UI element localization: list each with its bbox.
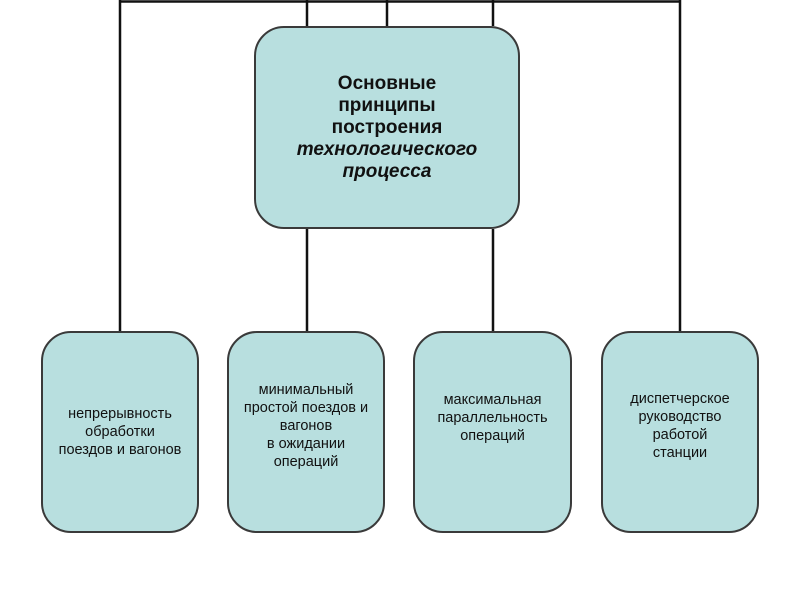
principle-line: диспетчерское <box>630 391 730 407</box>
main-principles-text: Основные принципы построения технологиче… <box>297 73 477 183</box>
principle-line: непрерывность <box>68 406 172 422</box>
principle-line: работой <box>652 427 708 443</box>
principle-box-continuity: непрерывность обработки поездов и вагоно… <box>41 331 199 533</box>
main-line: принципы <box>338 94 436 116</box>
principle-line: руководство <box>638 409 722 425</box>
principle-box-minimal-idle: минимальный простой поездов и вагонов в … <box>227 331 385 533</box>
principle-text: минимальный простой поездов и вагонов в … <box>244 381 368 471</box>
principle-line: операций <box>273 454 339 470</box>
principle-line: максимальная <box>443 392 542 408</box>
principle-box-parallelism: максимальная параллельность операций <box>413 331 572 533</box>
principle-text: непрерывность обработки поездов и вагоно… <box>59 405 182 459</box>
principle-line: станции <box>652 445 708 461</box>
principle-box-dispatch-control: диспетчерское руководство работой станци… <box>601 331 759 533</box>
principle-line: обработки <box>85 424 155 440</box>
main-line-italic: процесса <box>342 160 432 182</box>
principle-line: простой поездов и <box>243 400 369 416</box>
principle-line: вагонов <box>279 418 333 434</box>
main-line-italic: технологического <box>296 138 478 160</box>
principle-line: минимальный <box>258 382 354 398</box>
principle-line: параллельность <box>437 410 548 426</box>
principle-text: диспетчерское руководство работой станци… <box>630 390 729 462</box>
principle-line: операций <box>460 428 525 444</box>
main-line: построения <box>331 116 443 138</box>
main-line: Основные <box>337 72 437 94</box>
principle-text: максимальная параллельность операций <box>437 391 547 445</box>
principle-line: в ожидании <box>266 436 346 452</box>
main-principles-box: Основные принципы построения технологиче… <box>254 26 520 229</box>
principle-line: поездов и вагонов <box>58 442 182 458</box>
